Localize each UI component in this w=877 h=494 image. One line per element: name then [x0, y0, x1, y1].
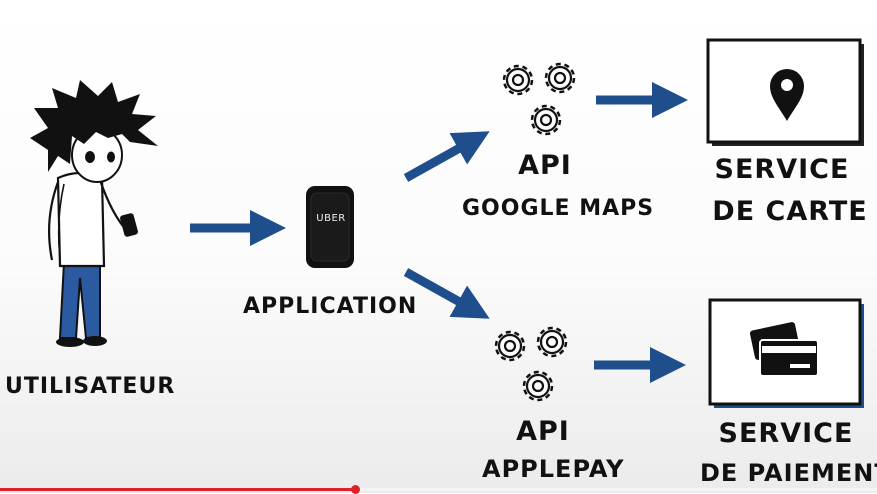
api-pay-label-line1: API [516, 416, 570, 447]
user-label: UTILISATEUR [5, 374, 176, 399]
map-service-label-line1: SERVICE [714, 154, 850, 185]
user-figure [30, 80, 158, 347]
map-pin-icon [770, 69, 804, 121]
pay-service-label-line1: SERVICE [718, 418, 854, 449]
api-maps-label-line2: GOOGLE MAPS [462, 196, 655, 221]
api-maps-label-line1: API [518, 150, 572, 181]
video-progress-bar[interactable] [0, 485, 877, 494]
pay-service-label-line2: DE PAIEMENT [700, 459, 877, 487]
gears-icon-pay [494, 326, 568, 402]
flow-arrows [190, 82, 688, 383]
application-label: APPLICATION [243, 294, 418, 319]
map-service-label-line2: DE CARTE [712, 196, 868, 227]
video-progress-handle[interactable] [351, 485, 361, 494]
gears-icon-maps [502, 62, 576, 136]
payment-service-box [708, 298, 864, 408]
phone-logo-text: UBER [316, 213, 346, 224]
api-pay-label-line2: APPLEPAY [482, 455, 625, 483]
arrow-app-to-maps [403, 131, 490, 182]
smartphone-icon [306, 186, 354, 268]
arrow-app-to-pay [403, 268, 490, 319]
map-service-box [706, 38, 864, 146]
credit-card-icon [749, 322, 819, 377]
video-progress-fill [0, 488, 356, 491]
